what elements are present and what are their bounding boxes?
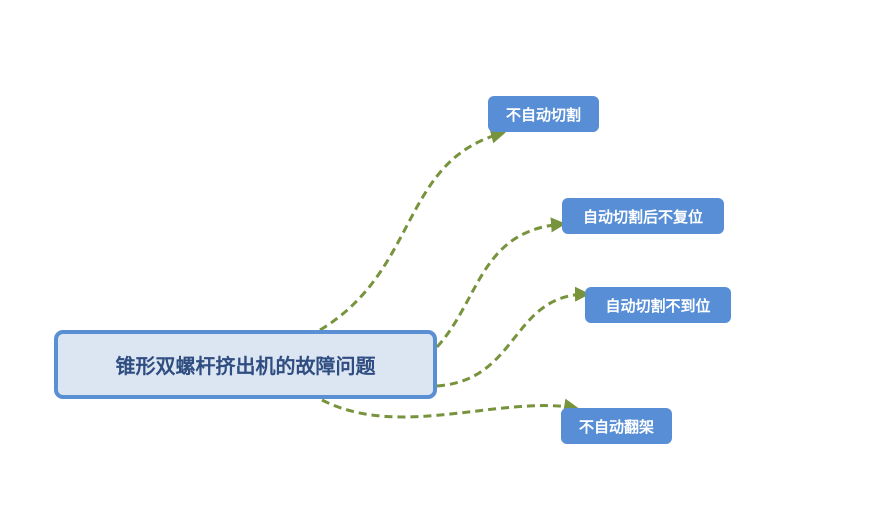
root-topic[interactable]: 锥形双螺杆挤出机的故障问题 — [54, 330, 437, 399]
branch-topic-4[interactable]: 不自动翻架 — [561, 408, 672, 444]
branch-label: 自动切割不到位 — [605, 296, 711, 315]
root-topic-label: 锥形双螺杆挤出机的故障问题 — [115, 354, 376, 378]
branch-topic-3[interactable]: 自动切割不到位 — [585, 287, 731, 323]
branch-label: 不自动翻架 — [578, 417, 654, 436]
edge-to-branch-1 — [319, 128, 506, 332]
branch-topic-1[interactable]: 不自动切割 — [488, 96, 599, 132]
edge-to-branch-2 — [435, 217, 566, 349]
edge-to-branch-3 — [436, 286, 590, 388]
branch-label: 不自动切割 — [505, 105, 581, 124]
branch-topic-2[interactable]: 自动切割后不复位 — [562, 198, 724, 234]
branch-label: 自动切割后不复位 — [582, 207, 703, 226]
edge-to-branch-4 — [321, 398, 579, 419]
